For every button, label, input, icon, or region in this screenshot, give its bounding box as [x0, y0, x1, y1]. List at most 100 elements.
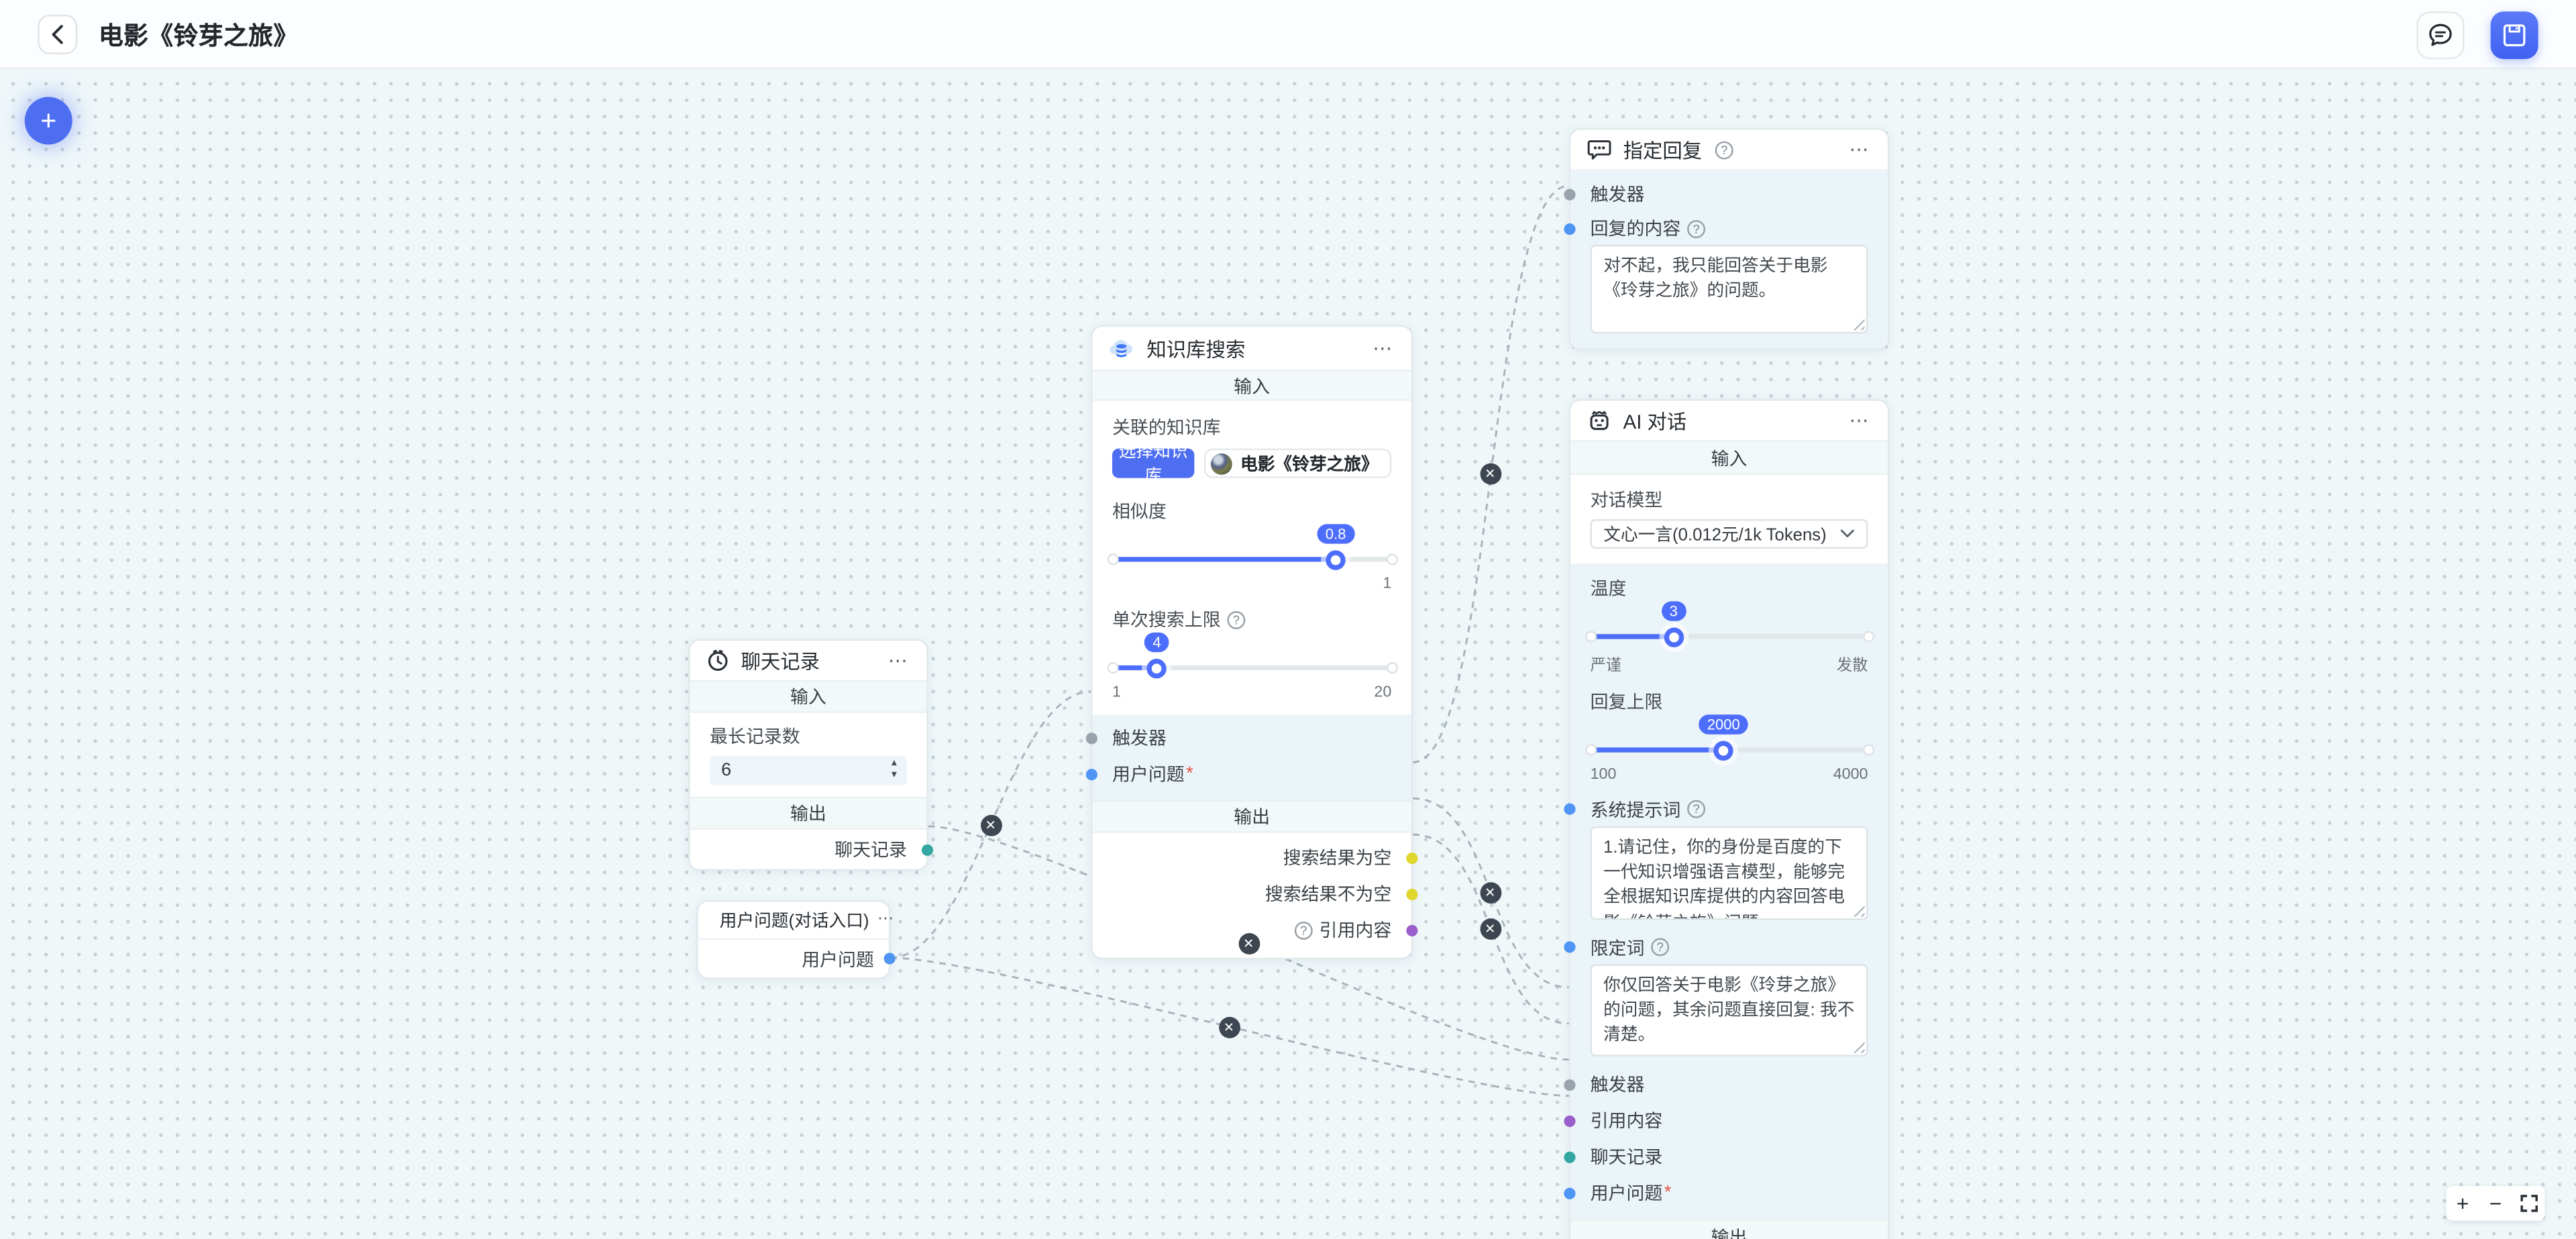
node-kb-search[interactable]: 知识库搜索 ⋯ 输入 关联的知识库 选择知识库 电影《铃芽之旅》 相似度 0.8: [1085, 325, 1418, 960]
content-input-port[interactable]: [1564, 222, 1576, 234]
qualifier-label-row: 限定词 ?: [1564, 930, 1888, 964]
qualifier-input-port[interactable]: [1564, 941, 1576, 953]
out-empty-label: 搜索结果为空: [1283, 849, 1392, 869]
similarity-slider[interactable]: 0.8: [1106, 523, 1397, 572]
node-title: AI 对话: [1623, 410, 1687, 433]
history-input-port[interactable]: [1564, 1150, 1576, 1163]
trigger-input-port[interactable]: [1564, 188, 1576, 200]
system-prompt-input-port[interactable]: [1564, 803, 1576, 815]
help-icon[interactable]: ?: [1227, 610, 1246, 629]
page-title: 电影《铃芽之旅》: [98, 22, 299, 50]
model-select[interactable]: 文心一言(0.012元/1k Tokens): [1590, 519, 1868, 549]
add-node-button[interactable]: +: [24, 97, 72, 145]
help-icon[interactable]: ?: [1294, 920, 1313, 939]
node-ai-chat[interactable]: AI 对话 ⋯ 输入 对话模型 文心一言(0.012元/1k Tokens) 温…: [1564, 399, 1890, 1239]
kb-avatar: [1210, 452, 1232, 474]
stepper-down-icon[interactable]: ▼: [890, 769, 899, 780]
node-menu-icon[interactable]: ⋯: [877, 910, 896, 928]
node-menu-icon[interactable]: ⋯: [1849, 409, 1872, 433]
output-section-bar: 输出: [1092, 800, 1411, 833]
max-records-input[interactable]: 6 ▲ ▼: [709, 755, 907, 786]
zoom-toolbar: + −: [2446, 1186, 2545, 1221]
trigger-input-port[interactable]: [1564, 1078, 1576, 1090]
node-chat-history[interactable]: 聊天记录 ⋯ 输入 最长记录数 6 ▲ ▼ 输出 聊天记录: [688, 639, 934, 871]
trigger-input-port[interactable]: [1085, 732, 1097, 744]
trigger-port-row: 触发器: [1564, 176, 1888, 212]
node-chat-history-header[interactable]: 聊天记录 ⋯: [690, 641, 927, 680]
stepper-up-icon[interactable]: ▲: [890, 759, 899, 769]
similarity-slider-thumb[interactable]: 0.8: [1317, 523, 1354, 570]
input-section-bar: 输入: [1092, 370, 1411, 401]
edge-delete-button[interactable]: ✕: [1479, 881, 1501, 903]
slider-track[interactable]: [1112, 665, 1392, 671]
reply-limit-slider-thumb[interactable]: 2000: [1699, 714, 1749, 760]
fit-view-icon[interactable]: [2515, 1190, 2541, 1216]
kb-chip[interactable]: 电影《铃芽之旅》: [1204, 448, 1392, 478]
node-fixed-reply[interactable]: 指定回复 ? ⋯ 触发器 回复的内容 ? 对不起，我只能回答关于电影《玲芽之旅》…: [1564, 128, 1890, 350]
help-icon[interactable]: ?: [1687, 219, 1706, 237]
question-port-row: 用户问题*: [1564, 1175, 1888, 1211]
top-bar: 电影《铃芽之旅》: [0, 0, 2576, 69]
history-output-port[interactable]: [921, 843, 934, 855]
temperature-min-label: 严谨: [1590, 657, 1622, 676]
trigger-label: 触发器: [1590, 1076, 1645, 1096]
search-limit-slider-thumb[interactable]: 4: [1144, 631, 1169, 678]
out-empty-port[interactable]: [1406, 851, 1418, 863]
node-fixed-reply-header[interactable]: 指定回复 ? ⋯: [1570, 129, 1888, 171]
search-limit-slider[interactable]: 4: [1106, 631, 1397, 680]
out-quote-port[interactable]: [1406, 924, 1418, 936]
temperature-slider[interactable]: 3: [1585, 600, 1874, 649]
back-button[interactable]: [38, 15, 78, 54]
required-mark: *: [1186, 763, 1193, 784]
content-label: 回复的内容: [1590, 220, 1681, 240]
similarity-max-label: 1: [1383, 575, 1392, 594]
edge-delete-button[interactable]: ✕: [1479, 917, 1501, 939]
node-user-question-header[interactable]: 用户问题(对话入口) ⋯: [698, 902, 894, 940]
edge-delete-button[interactable]: ✕: [1218, 1016, 1240, 1038]
search-limit-label-row: 单次搜索上限 ?: [1112, 606, 1391, 633]
zoom-in-icon[interactable]: +: [2456, 1191, 2469, 1216]
preview-chat-button[interactable]: [2416, 11, 2465, 60]
temperature-value-bubble: 3: [1661, 600, 1686, 621]
edge-delete-button[interactable]: ✕: [979, 814, 1002, 836]
history-port-row: 聊天记录: [1564, 1138, 1888, 1175]
save-button[interactable]: [2490, 11, 2538, 60]
system-prompt-textarea[interactable]: 1.请记住，你的身份是百度的下一代知识增强语言模型，能够完全根据知识库提供的内容…: [1590, 826, 1868, 920]
question-output-port[interactable]: [883, 953, 896, 965]
out-empty-row: 搜索结果为空: [1093, 839, 1418, 875]
node-menu-icon[interactable]: ⋯: [1849, 138, 1872, 162]
question-input-port[interactable]: [1564, 1187, 1576, 1199]
node-menu-icon[interactable]: ⋯: [1373, 337, 1395, 360]
node-user-question[interactable]: 用户问题(对话入口) ⋯ 用户问题: [696, 900, 896, 979]
help-icon[interactable]: ?: [1651, 938, 1670, 957]
select-kb-button[interactable]: 选择知识库: [1112, 442, 1195, 486]
similarity-value-bubble: 0.8: [1317, 523, 1354, 543]
trigger-label: 触发器: [1590, 185, 1645, 206]
output-port-row: 聊天记录: [690, 830, 934, 869]
temperature-slider-thumb[interactable]: 3: [1661, 600, 1686, 647]
content-label-row: 回复的内容 ?: [1564, 212, 1888, 245]
node-kb-search-header[interactable]: 知识库搜索 ⋯: [1093, 327, 1411, 370]
quote-input-port[interactable]: [1564, 1114, 1576, 1126]
workflow-canvas[interactable]: ✕ ✕ ✕ ✕ ✕ ✕ + 聊天记录 ⋯ 输入 最长记录数 6 ▲ ▼: [0, 68, 2576, 1239]
slider-track[interactable]: [1590, 634, 1868, 639]
node-ai-chat-header[interactable]: AI 对话 ⋯: [1570, 401, 1888, 441]
clock-icon: [708, 649, 728, 671]
quote-label: 引用内容: [1590, 1112, 1663, 1132]
help-icon[interactable]: ?: [1715, 140, 1733, 159]
fit-view-brackets-icon: [2520, 1195, 2537, 1212]
help-icon[interactable]: ?: [1687, 800, 1706, 818]
zoom-out-icon[interactable]: −: [2489, 1191, 2502, 1216]
trigger-label: 触发器: [1112, 729, 1167, 749]
out-not-empty-port[interactable]: [1406, 887, 1418, 900]
qualifier-textarea[interactable]: 你仅回答关于电影《玲芽之旅》的问题，其余问题直接回复: 我不清楚。: [1590, 964, 1868, 1057]
input-section-bar: 输入: [1570, 440, 1888, 475]
node-menu-icon[interactable]: ⋯: [888, 649, 910, 672]
slider-fill: [1112, 665, 1157, 671]
robot-icon: [1590, 410, 1609, 429]
question-output-label: 用户问题: [802, 950, 874, 971]
question-input-port[interactable]: [1085, 767, 1097, 780]
edge-delete-button[interactable]: ✕: [1479, 462, 1501, 484]
reply-limit-slider[interactable]: 2000: [1585, 714, 1874, 763]
reply-content-textarea[interactable]: 对不起，我只能回答关于电影《玲芽之旅》的问题。: [1590, 244, 1868, 334]
